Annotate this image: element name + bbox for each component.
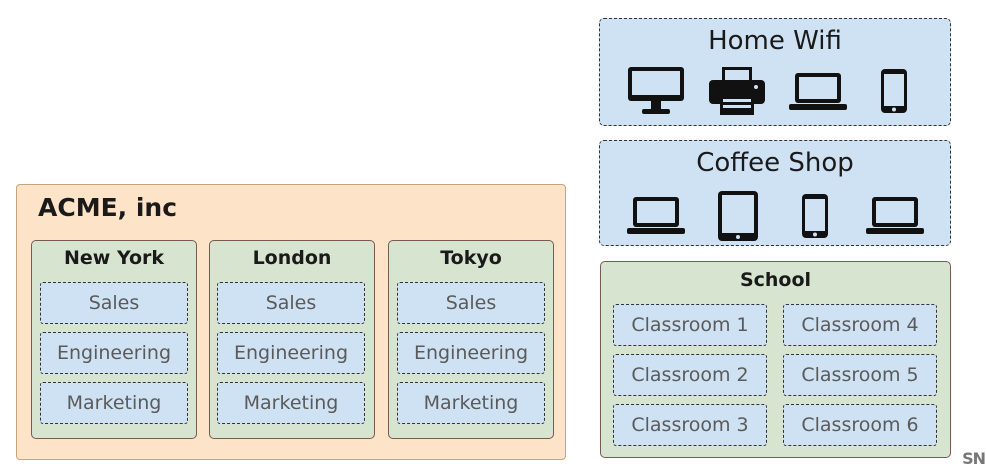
laptop-icon	[627, 197, 685, 234]
department-sales: Sales	[217, 282, 365, 324]
coffee-shop-title: Coffee Shop	[696, 148, 854, 178]
classroom-3: Classroom 3	[613, 404, 767, 446]
department-engineering: Engineering	[397, 332, 545, 374]
department-engineering: Engineering	[40, 332, 188, 374]
tablet-icon	[718, 191, 758, 241]
office-title-tokyo: Tokyo	[440, 247, 502, 269]
smartphone-icon	[802, 194, 828, 238]
office-title-new-york: New York	[63, 247, 165, 269]
classroom-2: Classroom 2	[613, 354, 767, 396]
laptop-icon	[866, 197, 924, 234]
department-marketing: Marketing	[217, 382, 365, 424]
classroom-4: Classroom 4	[783, 304, 937, 346]
home-wifi-title: Home Wifi	[708, 26, 842, 56]
classroom-5: Classroom 5	[783, 354, 937, 396]
department-marketing: Marketing	[40, 382, 188, 424]
classroom-1: Classroom 1	[613, 304, 767, 346]
school-title: School	[739, 269, 812, 291]
office-title-london: London	[252, 247, 332, 269]
department-sales: Sales	[40, 282, 188, 324]
printer-icon	[709, 67, 765, 115]
laptop-icon	[789, 73, 847, 110]
department-sales: Sales	[397, 282, 545, 324]
corner-logo: SN	[962, 449, 986, 468]
department-marketing: Marketing	[397, 382, 545, 424]
desktop-monitor-icon	[628, 67, 684, 114]
smartphone-icon	[881, 69, 907, 113]
department-engineering: Engineering	[217, 332, 365, 374]
org-title: ACME, inc	[38, 193, 178, 222]
classroom-6: Classroom 6	[783, 404, 937, 446]
